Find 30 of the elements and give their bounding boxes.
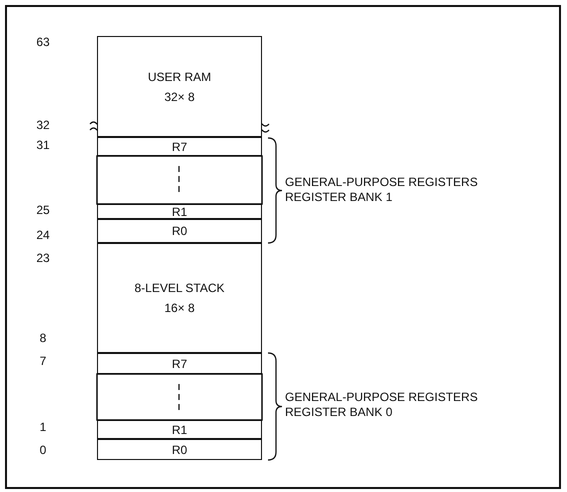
bank-label: GENERAL-PURPOSE REGISTERS REGISTER BANK 0 [285,390,479,420]
register-row [97,219,262,243]
block-size: 32× 8 [164,88,195,104]
memory-block [97,36,262,137]
register-name: R7 [172,138,188,154]
block-size: 16× 8 [164,300,195,316]
block-title: USER RAM [148,68,212,84]
bank-label: GENERAL-PURPOSE REGISTERS REGISTER BANK 1 [285,175,479,205]
register-row [97,420,262,439]
address-label: 8 [38,331,48,345]
register-row [97,439,262,460]
register-name: R0 [172,442,188,458]
address-label: 0 [38,443,48,457]
memory-block [97,243,262,353]
address-label: 31 [35,138,51,152]
register-row [97,353,262,374]
address-label: 25 [35,203,51,217]
register-name: R0 [172,223,188,239]
address-label: 7 [38,354,48,368]
address-label: 1 [38,420,48,434]
address-label: 23 [35,251,51,265]
register-name: R7 [172,356,188,372]
register-name: R1 [172,204,188,220]
address-label: 24 [35,228,51,242]
register-name: R1 [172,422,188,438]
register-row [97,204,262,219]
address-label: 63 [35,35,51,49]
register-row [97,137,262,156]
address-label: 32 [35,118,51,132]
block-title: 8-LEVEL STACK [134,280,225,296]
